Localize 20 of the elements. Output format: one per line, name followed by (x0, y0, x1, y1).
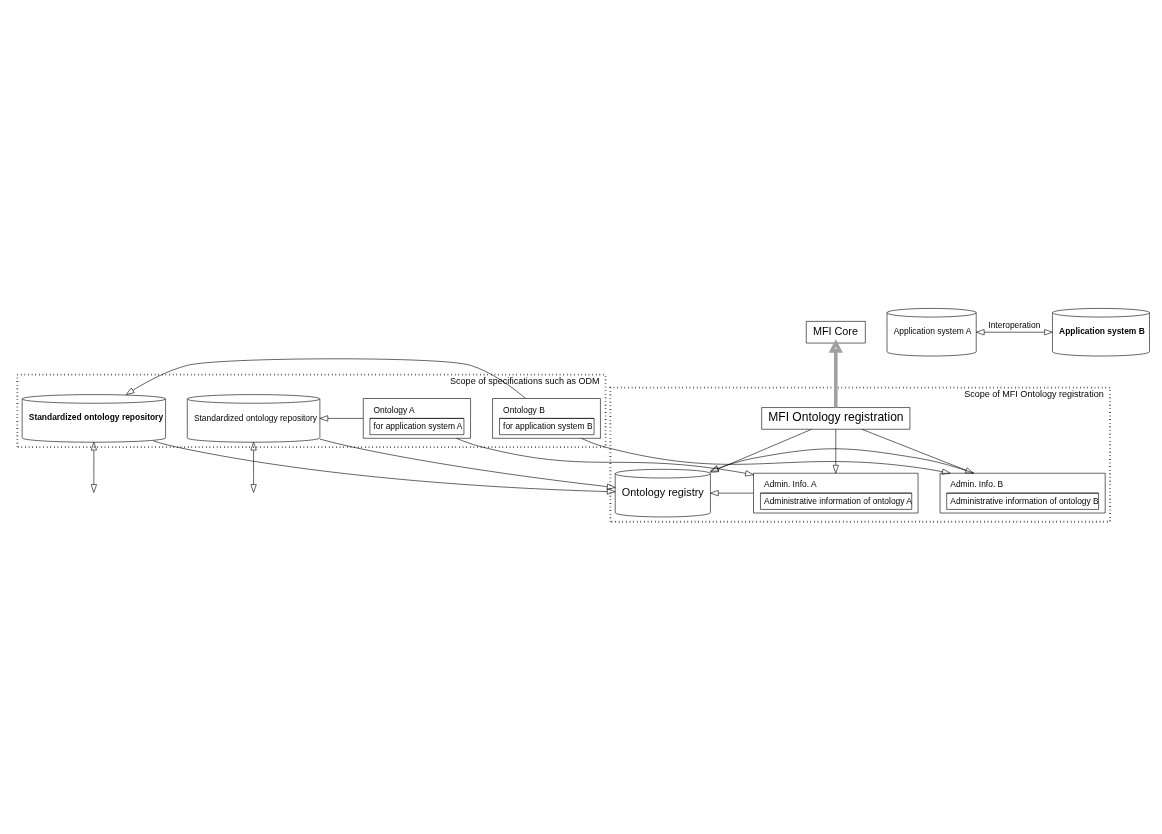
arrow (976, 328, 1053, 335)
arrow (861, 428, 974, 473)
arrow (710, 428, 812, 473)
arrow (456, 437, 754, 476)
arrow (832, 428, 839, 473)
node-box: Ontology A for application system A (362, 397, 471, 439)
arrow (710, 489, 754, 496)
arrow (319, 414, 364, 421)
arrow (828, 338, 843, 407)
arrow (319, 438, 616, 490)
node-box: MFI Core (805, 320, 866, 343)
arrow (125, 358, 526, 399)
arrow (153, 440, 616, 495)
arrow (250, 441, 257, 493)
arrow (709, 447, 975, 473)
edge-label: Interoperation (988, 319, 1041, 330)
arrow (90, 441, 97, 493)
arrow (581, 437, 951, 475)
node-box: MFI Ontology registration (761, 406, 911, 430)
node-box: Ontology B for application system B (492, 397, 601, 439)
